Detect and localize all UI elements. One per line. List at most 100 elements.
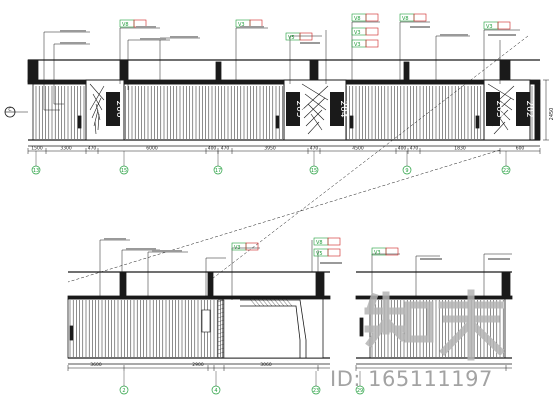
hatch-line xyxy=(249,298,257,307)
dimension-value: 600 xyxy=(516,146,525,152)
dimension-value: 470 xyxy=(221,146,230,152)
axis-bubble: 15 xyxy=(311,168,317,174)
match-lines xyxy=(67,35,529,283)
top-callout-tags: V8 V3 V5 V8 V3 V3 V8 V3 xyxy=(119,13,511,48)
dimension-value: 1500 xyxy=(31,146,43,152)
dimension-value: 4500 xyxy=(352,146,364,152)
room-number-205: 205 xyxy=(294,100,304,117)
dimension-value: 470 xyxy=(410,146,419,152)
callout-tag: V3 xyxy=(486,24,493,30)
bottom-left-axis-bubbles: 2 4 23 xyxy=(119,371,321,395)
dimension-value: 2900 xyxy=(192,362,204,368)
hatch-line xyxy=(217,339,225,343)
room-number-206: 206 xyxy=(114,100,124,117)
callout-tag: V5 xyxy=(288,35,295,41)
axis-bubble: 2 xyxy=(122,388,125,394)
bottom-right-axis-bubble: 29 xyxy=(355,371,365,395)
dimension-value: 3600 xyxy=(90,362,102,368)
top-elevation xyxy=(27,59,541,147)
watermark-id: ID: 165111197 xyxy=(330,367,493,391)
hatch-line xyxy=(310,113,323,131)
hatch-line xyxy=(265,298,273,307)
room-number-plates: 206 205 204 203 202 xyxy=(106,92,534,126)
hatch-line xyxy=(217,327,225,331)
hatch-line xyxy=(217,299,225,303)
dimension-value: 3300 xyxy=(60,146,72,152)
callout-tag: V8 xyxy=(316,240,323,246)
hatch-line xyxy=(89,83,105,101)
axis-bubble: 4 xyxy=(214,388,217,394)
hatch-line xyxy=(217,335,225,339)
callout-tag: V8 xyxy=(402,16,409,22)
hatch-line xyxy=(97,113,100,131)
dimension-value: 3060 xyxy=(260,362,272,368)
axis-marker-label: C xyxy=(8,107,11,113)
bottom-left-dimension-string: 3600 2900 3060 xyxy=(67,362,330,371)
room-number-203: 203 xyxy=(494,100,504,117)
hatch-line xyxy=(217,331,225,335)
callout-tag: V8 xyxy=(354,16,361,22)
axis-bubble: 15 xyxy=(121,168,127,174)
axis-marker-c: C xyxy=(4,106,28,118)
hatch-line xyxy=(307,121,320,135)
hatch-line xyxy=(92,93,103,111)
hatch-line xyxy=(217,303,225,307)
dimension-value: 3950 xyxy=(264,146,276,152)
hatch-line xyxy=(93,109,99,127)
axis-bubble: 29 xyxy=(357,388,363,394)
callout-tag: V3 xyxy=(238,22,245,28)
axis-bubble: 22 xyxy=(503,168,509,174)
axis-bubble: 13 xyxy=(33,168,39,174)
dimension-value: 400 xyxy=(208,146,217,152)
hatch-line xyxy=(217,319,225,323)
bottom-left-elevation xyxy=(67,271,331,365)
bottom-right-dimension-string xyxy=(355,365,512,371)
hatch-line xyxy=(273,298,281,307)
height-value: 2450 xyxy=(549,108,555,121)
bottom-right-tags: V3 xyxy=(371,247,510,260)
hatch-line xyxy=(487,83,515,101)
hatch-line xyxy=(217,351,225,355)
hatch-line xyxy=(94,121,97,135)
dimension-value: 1830 xyxy=(454,146,466,152)
callout-tag: V8 xyxy=(122,22,129,28)
hatch-line xyxy=(281,298,289,307)
height-dimension: 2450 xyxy=(543,79,555,141)
hatch-line xyxy=(217,311,225,315)
dimension-value: 400 xyxy=(398,146,407,152)
hatch-line xyxy=(277,298,285,307)
axis-bubble: 23 xyxy=(313,388,319,394)
hatch-line xyxy=(257,298,265,307)
room-number-202: 202 xyxy=(524,100,534,117)
hatch-line xyxy=(217,343,225,347)
watermark-logo xyxy=(364,289,505,361)
bottom-left-tags: V3 V8 V5 xyxy=(104,237,342,264)
hatch-line xyxy=(493,121,506,135)
hatch-line xyxy=(304,93,327,111)
hatch-line xyxy=(285,298,293,307)
hatch-line xyxy=(269,298,277,307)
dimension-value: 470 xyxy=(88,146,97,152)
callout-tag: V3 xyxy=(354,30,361,36)
callout-tag: V3 xyxy=(234,245,241,251)
hatch-line xyxy=(91,97,102,119)
hatch-line xyxy=(303,97,326,119)
callout-tag: V5 xyxy=(316,251,323,257)
bottom-right-leaders xyxy=(371,253,512,296)
dimension-value: 470 xyxy=(310,146,319,152)
hatch-line xyxy=(217,315,225,319)
callout-tag: V3 xyxy=(374,250,381,256)
dimension-value: 6000 xyxy=(146,146,158,152)
hatch-line xyxy=(301,85,329,111)
top-axis-bubbles: 13 15 17 15 9 22 xyxy=(31,151,511,175)
hatch-line xyxy=(301,83,329,101)
room-number-204: 204 xyxy=(338,100,348,117)
callout-tag: V3 xyxy=(354,42,361,48)
hatch-line xyxy=(95,103,101,121)
hatch-line xyxy=(217,307,225,311)
hatch-line xyxy=(253,298,261,307)
tiny-annotation-text xyxy=(60,26,516,44)
hatch-line xyxy=(89,85,105,111)
